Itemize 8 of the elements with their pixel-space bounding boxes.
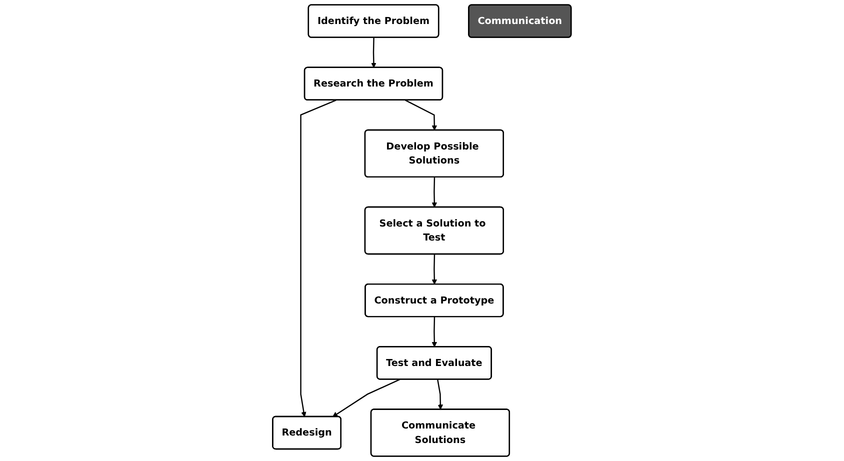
arrow	[432, 316, 438, 348]
arrow	[405, 100, 438, 131]
arrow	[432, 177, 438, 208]
arrow	[300, 100, 336, 417]
arrow	[437, 379, 444, 410]
arrow	[371, 38, 376, 68]
arrow	[332, 378, 400, 417]
arrow	[432, 254, 438, 285]
